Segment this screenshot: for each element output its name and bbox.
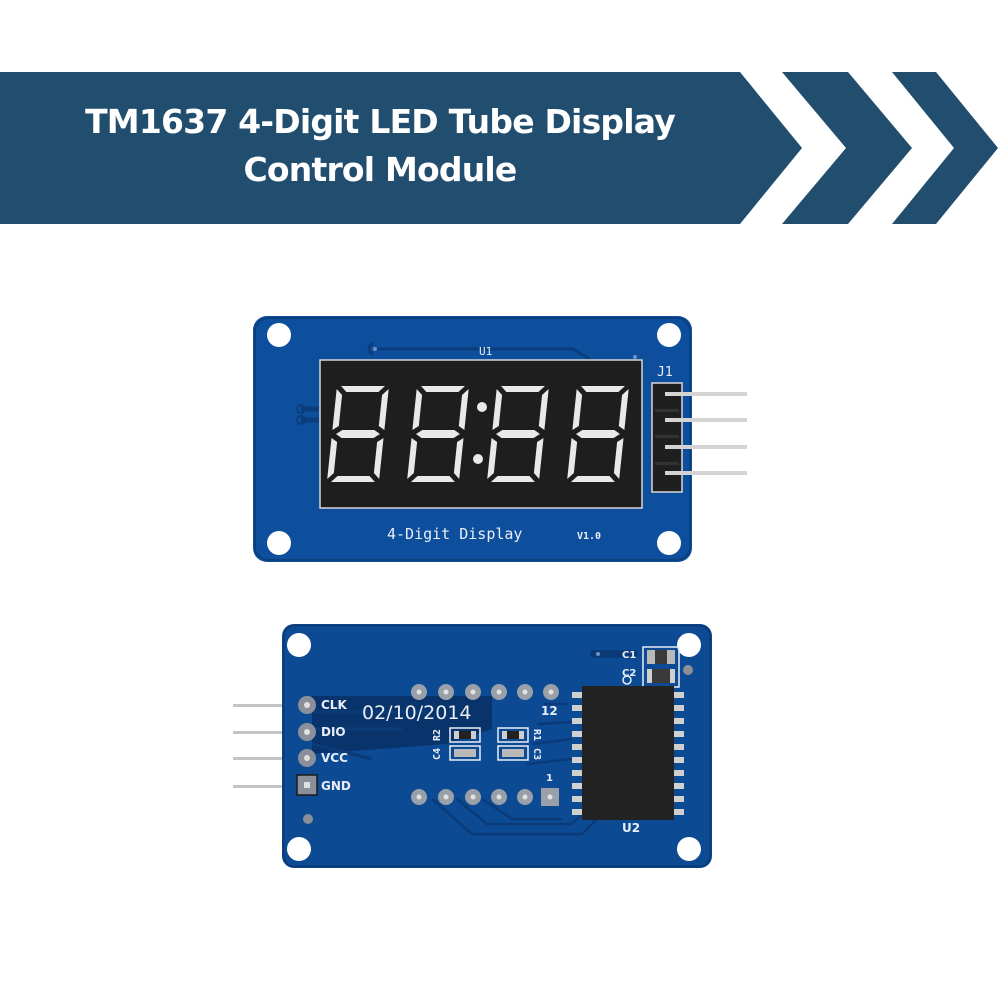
seven-segment-digits bbox=[327, 386, 629, 482]
tm1637-chip bbox=[572, 686, 684, 820]
pin-label-vcc: VCC bbox=[321, 751, 348, 765]
back-pcb: CLK DIO VCC GND 02/10/2014 12 1 U2 R2 C4… bbox=[233, 624, 712, 868]
c3-label: C3 bbox=[531, 747, 543, 761]
pin-label-dio: DIO bbox=[321, 725, 346, 739]
chip-ref-label: U2 bbox=[622, 821, 641, 835]
colon-dot bbox=[477, 402, 487, 412]
front-pcb: U1 J1 4-Digit Display V1.0 bbox=[253, 316, 747, 562]
c2-label: C2 bbox=[622, 668, 637, 679]
mounting-hole bbox=[267, 531, 291, 555]
version-label: V1.0 bbox=[577, 531, 602, 542]
smd-components bbox=[449, 646, 693, 761]
pin-label-clk: CLK bbox=[321, 698, 347, 712]
c4-label: C4 bbox=[432, 747, 444, 761]
r2-label: R2 bbox=[432, 728, 444, 742]
pin-1-label: 1 bbox=[546, 773, 553, 784]
mounting-hole bbox=[677, 837, 701, 861]
page-title: TM1637 4-Digit LED Tube Display Control … bbox=[40, 98, 720, 194]
banner-arrow bbox=[0, 72, 802, 224]
mounting-hole bbox=[677, 633, 701, 657]
board-label: 4-Digit Display bbox=[387, 525, 523, 543]
title-line-2: Control Module bbox=[243, 150, 517, 189]
pin-label-gnd: GND bbox=[321, 779, 351, 793]
colon-dot bbox=[473, 454, 483, 464]
mounting-hole bbox=[267, 323, 291, 347]
display-ref-label: U1 bbox=[479, 345, 493, 358]
mounting-hole bbox=[657, 531, 681, 555]
mounting-hole bbox=[657, 323, 681, 347]
header-ref-label: J1 bbox=[657, 365, 673, 380]
title-banner bbox=[0, 72, 998, 224]
chevron-icon bbox=[782, 72, 912, 224]
date-label: 02/10/2014 bbox=[362, 702, 472, 724]
pin-12-label: 12 bbox=[541, 704, 558, 718]
c1-label: C1 bbox=[622, 650, 637, 661]
mounting-hole bbox=[287, 633, 311, 657]
title-line-1: TM1637 4-Digit LED Tube Display bbox=[85, 102, 676, 141]
side-pins bbox=[233, 704, 285, 788]
mounting-hole bbox=[287, 837, 311, 861]
r1-label: R1 bbox=[531, 728, 543, 742]
chevron-icon bbox=[892, 72, 998, 224]
